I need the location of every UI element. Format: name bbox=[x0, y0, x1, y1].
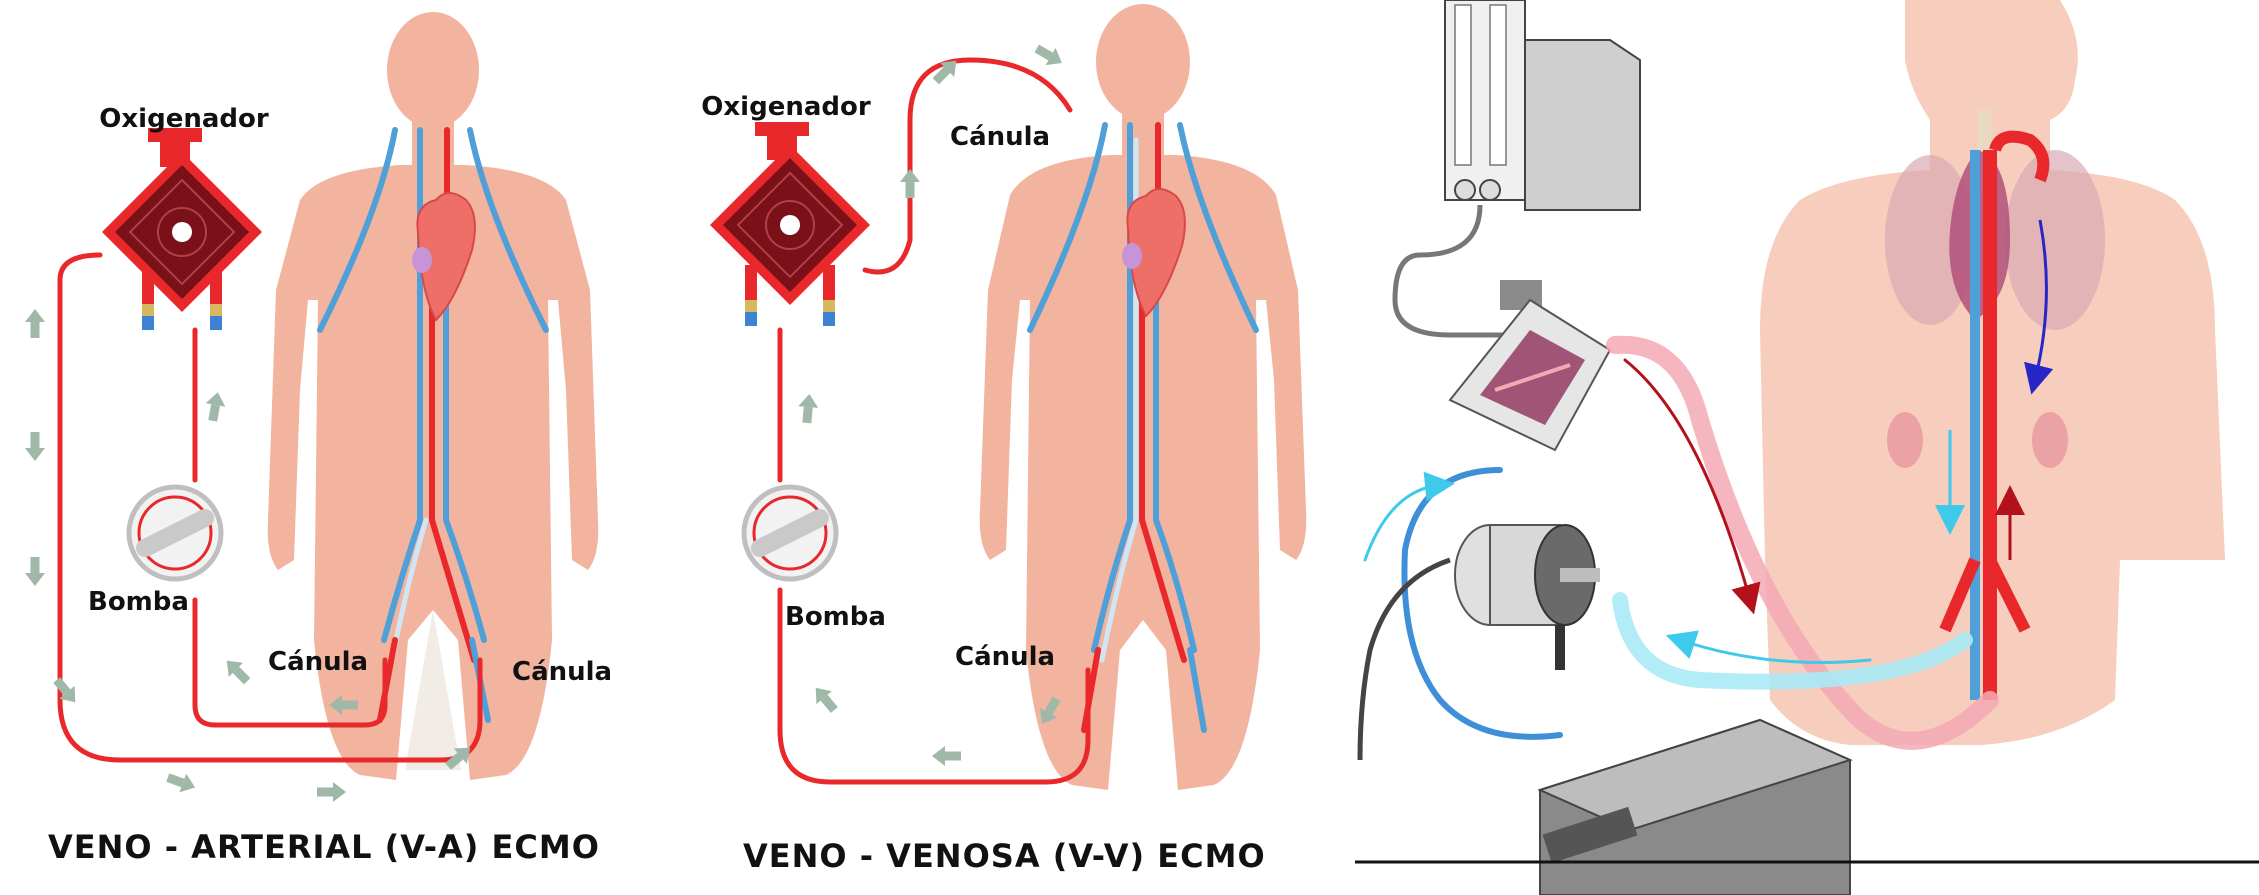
cannula-drain-label: Cánula bbox=[955, 642, 1055, 672]
panel-veno-venosa: Oxigenador Cánula Bomba Cánula VENO - VE… bbox=[701, 4, 1307, 875]
heart-icon bbox=[412, 192, 476, 322]
pump-icon bbox=[741, 484, 839, 582]
centrifugal-pump-icon bbox=[1357, 524, 1600, 761]
oxygenator-box-icon bbox=[1448, 280, 1612, 452]
panel-vv-title: VENO - VENOSA (V-V) ECMO bbox=[743, 837, 1266, 875]
blood-vessels bbox=[1027, 122, 1259, 733]
pump-label: Bomba bbox=[785, 602, 886, 632]
oxygenator-icon bbox=[102, 128, 262, 330]
ecmo-console-device bbox=[1537, 718, 1853, 895]
gas-flowmeter-device bbox=[1392, 0, 1641, 338]
oxygenator-icon bbox=[710, 122, 870, 326]
panel-veno-arterial: Oxigenador Bomba Cánula Cánula VENO - AR… bbox=[25, 12, 612, 866]
oxygenator-label: Oxigenador bbox=[99, 104, 269, 134]
heart-icon bbox=[1122, 188, 1186, 318]
panel-ecmo-illustration bbox=[1355, 0, 2259, 895]
ecmo-tubing-illustration bbox=[1363, 335, 1999, 750]
cannula-venous-label: Cánula bbox=[268, 647, 368, 677]
cannula-arterial-label: Cánula bbox=[512, 657, 612, 687]
ecmo-circuit-tubing bbox=[57, 252, 483, 763]
pump-label: Bomba bbox=[88, 587, 189, 617]
pump-icon bbox=[126, 484, 224, 582]
oxygenator-label: Oxigenador bbox=[701, 92, 871, 122]
patient-body-illustration bbox=[1760, 0, 2225, 745]
ecmo-circuit-tubing bbox=[777, 57, 1091, 785]
cannula-return-label: Cánula bbox=[950, 122, 1050, 152]
panel-va-title: VENO - ARTERIAL (V-A) ECMO bbox=[48, 828, 600, 866]
